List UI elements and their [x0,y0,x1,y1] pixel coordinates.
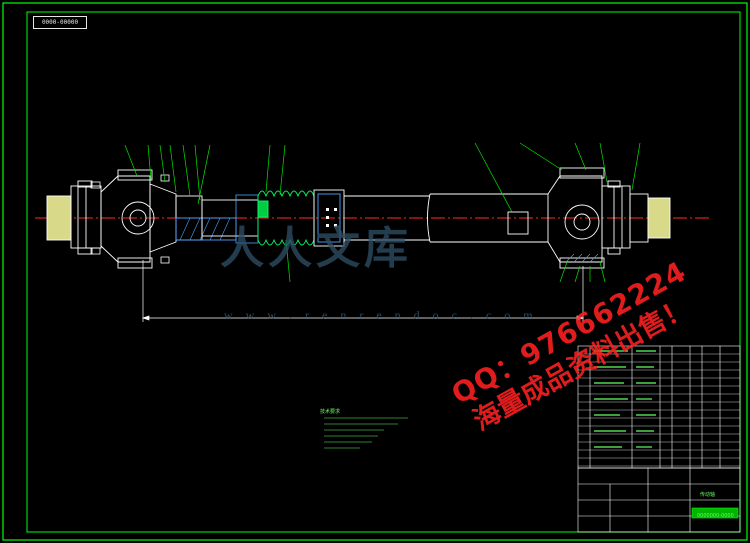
parts-list-table [577,345,741,469]
drawing-number: 0000000-0000 [697,513,734,519]
watermark-site: w w w . r e n r e n d o c . c o m [224,308,538,322]
drawing-title: 传动轴 [700,492,716,498]
shaft-tube [313,189,548,247]
watermark-logo: 人人文库 [220,223,412,274]
left-flange-yoke [46,169,203,269]
technical-requirements [324,417,408,449]
right-hatch [565,253,599,263]
length-dimension [141,260,585,322]
right-flange-yoke [547,167,671,269]
spline-shaft [175,194,259,244]
sheet-tag: 0000-00000 [33,16,87,29]
parts-list-rows [578,353,740,467]
title-block [577,467,741,533]
flange-bolt-pattern [326,208,337,227]
requirements-title: 技术要求 [320,409,341,415]
parts-list-entries [594,350,656,448]
leader-lines [124,142,641,283]
inner-border [26,11,741,533]
